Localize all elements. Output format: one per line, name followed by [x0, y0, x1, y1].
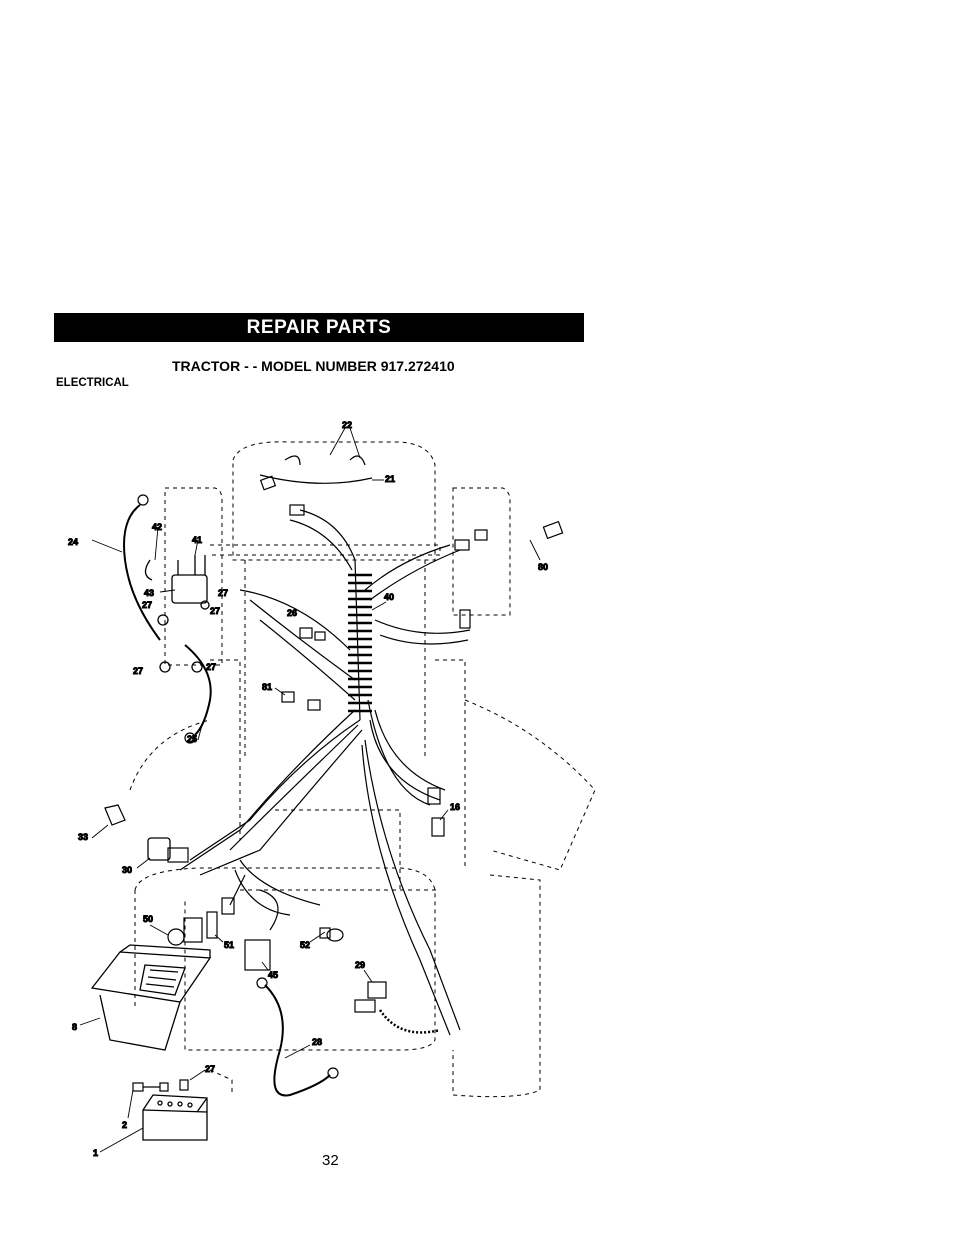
callout-25: 25: [187, 734, 197, 744]
page-title: TRACTOR - - MODEL NUMBER 917.272410: [172, 358, 455, 374]
callout-27f: 27: [205, 1064, 215, 1074]
callout-22: 22: [342, 420, 352, 430]
tractor-outline: [129, 441, 596, 1098]
bolt-2: [132, 1079, 189, 1092]
callout-2: 2: [122, 1120, 127, 1130]
callout-43: 43: [144, 588, 154, 598]
headlight-50: [167, 917, 203, 946]
leader-lines: [79, 427, 541, 1153]
callout-21: 21: [385, 474, 395, 484]
callout-1: 1: [93, 1148, 98, 1158]
connectors: [167, 455, 564, 1013]
callout-27d: 27: [133, 666, 143, 676]
battery-cable-24: [123, 504, 161, 641]
callout-52: 52: [300, 940, 310, 950]
key-33: [104, 804, 126, 826]
battery-1: [142, 1094, 208, 1141]
page-number: 32: [322, 1152, 339, 1169]
callout-27c: 27: [210, 606, 220, 616]
callout-51: 51: [224, 940, 234, 950]
module-45: [244, 939, 271, 971]
section-label: ELECTRICAL: [56, 377, 129, 389]
callout-16: 16: [450, 802, 460, 812]
callout-30: 30: [122, 865, 132, 875]
callout-29: 29: [355, 960, 365, 970]
ground-cable-25: [184, 644, 212, 736]
callout-labels: 22 21 24 42 41 43 27 27 27 27 27 26 40 8…: [68, 420, 549, 1159]
callout-28: 28: [312, 1037, 322, 1047]
callout-8: 8: [72, 1022, 77, 1032]
callout-41: 41: [192, 535, 202, 545]
starter-solenoid: [144, 555, 210, 673]
battery-box-8: [90, 944, 212, 1051]
callout-33: 33: [78, 832, 88, 842]
callout-45: 45: [268, 970, 278, 980]
callout-27a: 27: [142, 600, 152, 610]
section-banner: REPAIR PARTS: [54, 313, 584, 342]
harness-coil: [348, 573, 372, 713]
callout-27e: 27: [206, 662, 216, 672]
ignition-switch-30: [147, 837, 171, 861]
bulb-52: [319, 927, 344, 942]
callout-42: 42: [152, 522, 162, 532]
switch-51: [206, 911, 218, 939]
callout-50: 50: [143, 914, 153, 924]
callout-40: 40: [384, 592, 394, 602]
callout-80: 80: [538, 562, 548, 572]
callout-26: 26: [287, 608, 297, 618]
solenoid-29: [367, 981, 387, 999]
wiring-harness: [179, 509, 471, 1036]
ground-cable-28: [264, 984, 331, 1097]
callout-81: 81: [262, 682, 272, 692]
callout-27b: 27: [218, 588, 228, 598]
callout-24: 24: [68, 537, 78, 547]
